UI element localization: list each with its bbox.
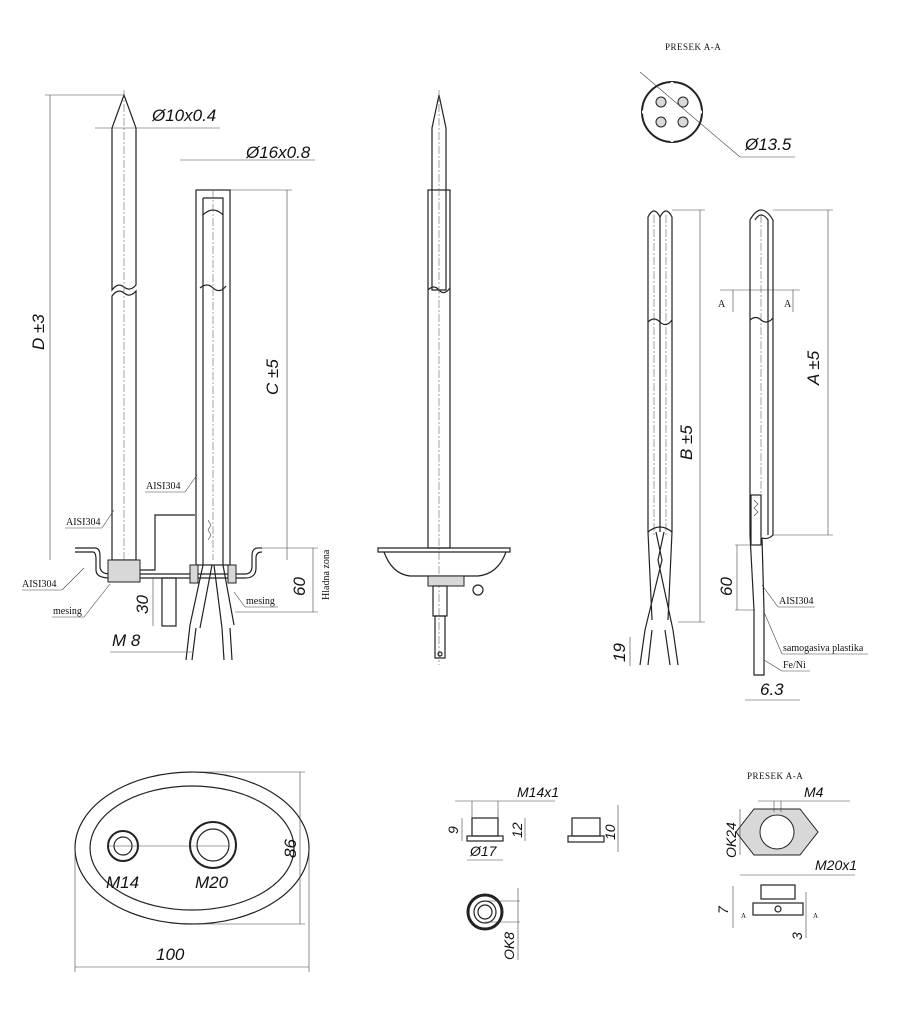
- anode-rod: [111, 90, 137, 570]
- section-mark: A: [813, 912, 818, 920]
- dim-19-label: 19: [610, 643, 629, 662]
- heating-tube: [185, 189, 235, 661]
- brass-label: mesing: [246, 596, 275, 607]
- material-label: AISI304: [22, 579, 56, 590]
- thread-M14-label: M14: [106, 873, 139, 892]
- dim-30-label: 30: [133, 595, 152, 614]
- dim-86-label: 86: [281, 839, 300, 858]
- dim-B-label: B ±5: [677, 425, 696, 460]
- dim-ok24-label: OK24: [723, 822, 739, 858]
- section-mark: A: [718, 299, 726, 310]
- element-A-view: A A A ±5 60 AISI304 samogasiva plastika …: [717, 209, 868, 701]
- dim-M4-label: M4: [804, 784, 824, 800]
- dim-D-label: D ±3: [29, 314, 48, 350]
- dim-10-label: 10: [602, 824, 618, 840]
- thread-label: M14x1: [517, 784, 559, 800]
- section-diameter-label: Ø13.5: [744, 135, 792, 154]
- section-title: PRESEK A-A: [665, 42, 721, 52]
- small-nut-view: M14x1 9 12 Ø17 10 OK8: [445, 784, 619, 960]
- dim-12-label: 12: [509, 822, 525, 838]
- flange-top-view: M14 M20 86 100: [74, 771, 310, 972]
- section-title: PRESEK A-A: [747, 771, 803, 781]
- assembly-view: Ø10x0.4 D ±3 Ø16x0.8 C ±5 60 Hladna zona…: [22, 90, 332, 661]
- dim-9-label: 9: [445, 826, 461, 834]
- material-label: AISI304: [66, 517, 100, 528]
- material-label: AISI304: [146, 481, 180, 492]
- section-mark: A: [784, 299, 792, 310]
- dim-6-3-label: 6.3: [760, 680, 784, 699]
- dim-60-label: 60: [290, 577, 309, 596]
- material-label: AISI304: [779, 596, 813, 607]
- dim-100-label: 100: [156, 945, 185, 964]
- section-mark: A: [741, 912, 746, 920]
- dim-A-label: A ±5: [804, 350, 823, 386]
- side-assembly-view: [377, 90, 511, 665]
- cold-zone-label: Hladna zona: [321, 549, 332, 600]
- dim-C-label: C ±5: [263, 359, 282, 395]
- section-view: PRESEK A-A Ø13.5: [639, 42, 795, 158]
- material-label: Fe/Ni: [783, 660, 806, 671]
- dim-7-label: 7: [715, 905, 731, 914]
- material-label: samogasiva plastika: [783, 643, 864, 654]
- dim-M8-label: M 8: [112, 631, 141, 650]
- thread-label: M20x1: [815, 857, 857, 873]
- flange: [75, 514, 263, 627]
- thread-M20-label: M20: [195, 873, 229, 892]
- dim-3-label: 3: [789, 932, 805, 940]
- element-B-view: B ±5 19: [610, 209, 705, 666]
- diameter-label: Ø17: [469, 843, 498, 859]
- dim-ok8-label: OK8: [501, 932, 517, 960]
- brass-label: mesing: [53, 606, 82, 617]
- dim-60-label: 60: [717, 577, 736, 596]
- anode-diameter-label: Ø10x0.4: [151, 106, 216, 125]
- big-nut-view: PRESEK A-A M4 OK24 M20x1 7 3 A A: [715, 771, 857, 940]
- tube-diameter-label: Ø16x0.8: [245, 143, 311, 162]
